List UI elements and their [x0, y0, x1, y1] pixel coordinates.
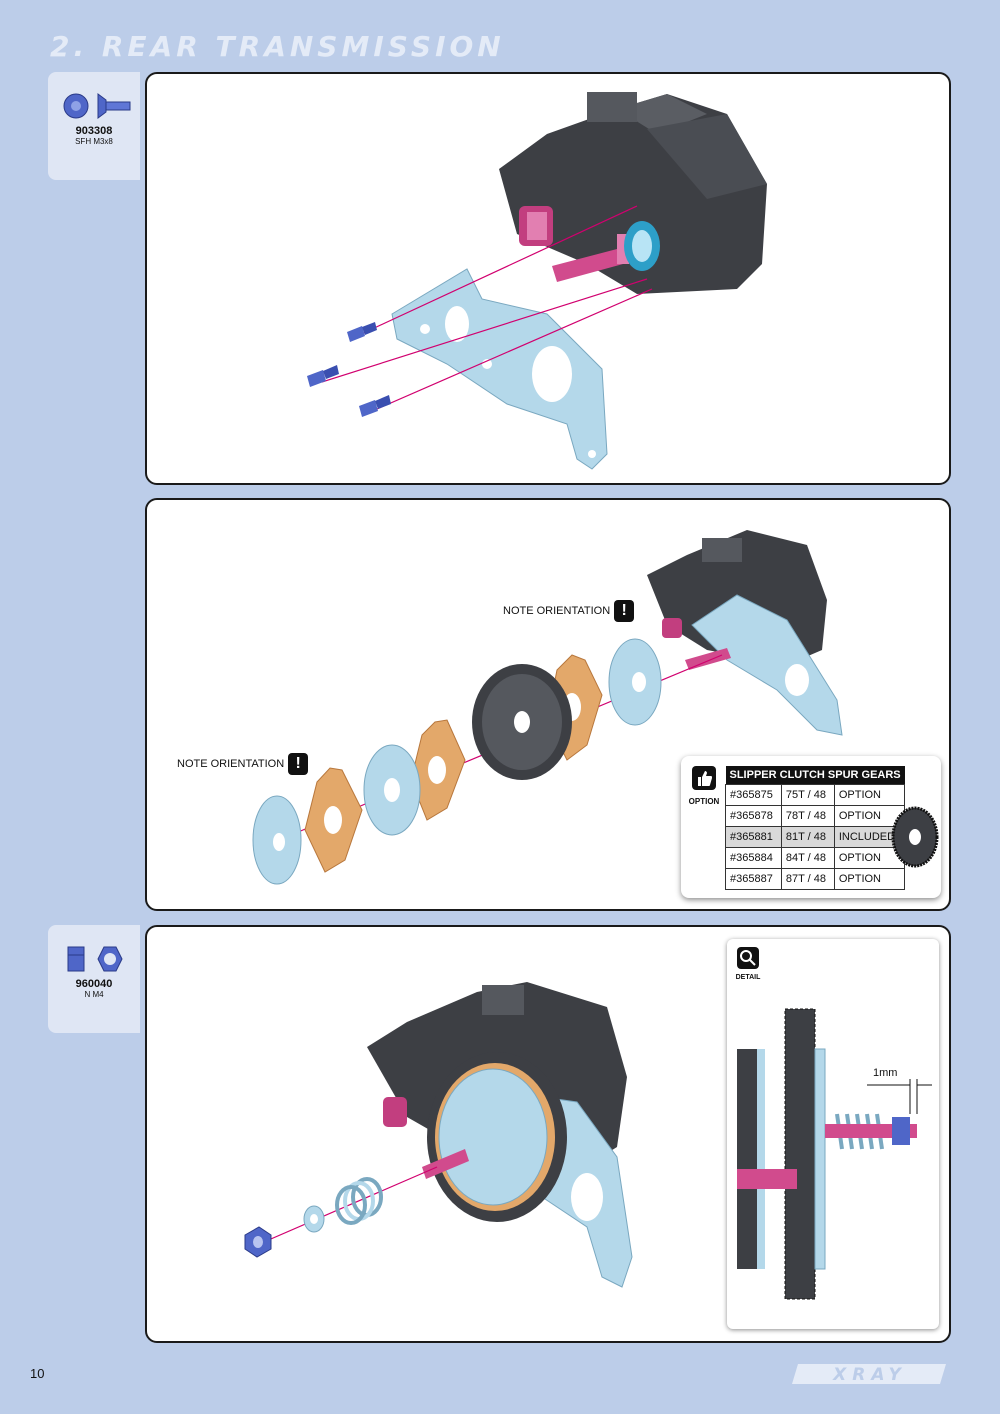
- spur-gear-thumbnail: [891, 806, 939, 868]
- table-title: SLIPPER CLUTCH SPUR GEARS: [725, 766, 905, 785]
- output-cup: [662, 618, 682, 638]
- spur-shaft: [422, 1149, 469, 1179]
- gap-label: 1mm: [873, 1067, 898, 1079]
- page-title: 2. REAR TRANSMISSION: [50, 30, 505, 63]
- part-desc: SFH M3x8: [75, 137, 113, 146]
- flat-head-screw-icon: [63, 93, 131, 119]
- thumbs-up-icon: [692, 766, 716, 790]
- note-orientation-top: NOTE ORIENTATION !: [503, 600, 635, 622]
- plate-section: [757, 1049, 765, 1269]
- assembly-guides: [321, 205, 653, 410]
- part-code: 903308: [75, 125, 113, 137]
- step3-illustration: [244, 982, 633, 1288]
- detail-label: DETAIL: [735, 974, 761, 981]
- step2-panel: NOTE ORIENTATION ! NOTE ORIENTATION ! OP…: [145, 498, 951, 911]
- motor-plate: [691, 594, 843, 736]
- option-box: OPTION SLIPPER CLUTCH SPUR GEARS #365875…: [681, 756, 941, 898]
- step2-illustration: [252, 530, 843, 885]
- spur-shaft: [685, 648, 731, 670]
- nut-section: [892, 1117, 910, 1145]
- nylon-nut-icon: [67, 946, 123, 972]
- parts-card-nut: 960040 N M4: [48, 925, 140, 1033]
- shaft-section: [737, 1169, 797, 1189]
- screw-1: [347, 322, 377, 342]
- option-badge: OPTION: [687, 766, 721, 806]
- detail-box: DETAIL 1mm: [727, 939, 939, 1329]
- note-text: NOTE ORIENTATION: [177, 758, 285, 770]
- magnifier-icon: [737, 947, 759, 969]
- slipper-plate-section: [814, 1048, 826, 1270]
- brand-logo: XRAY: [792, 1364, 946, 1385]
- spur-gear-assembly: [427, 1052, 567, 1222]
- note-orientation-left: NOTE ORIENTATION !: [177, 753, 309, 775]
- transmission-housing: [499, 92, 767, 294]
- part-desc: N M4: [84, 990, 104, 999]
- step1-illustration: [307, 92, 767, 470]
- output-cup: [519, 206, 553, 246]
- bearing: [624, 221, 660, 271]
- detail-illustration: [737, 1008, 932, 1300]
- svg-text:XRAY: XRAY: [832, 1365, 907, 1385]
- note-text: NOTE ORIENTATION: [503, 605, 611, 617]
- part-code: 960040: [75, 978, 113, 990]
- step3-panel: DETAIL 1mm: [145, 925, 951, 1343]
- step1-panel: [145, 72, 951, 485]
- gear-section: [784, 1008, 816, 1300]
- motor-plate: [391, 268, 608, 470]
- nut: [244, 1226, 272, 1258]
- warning-icon: !: [288, 753, 309, 775]
- screw-3: [359, 395, 391, 417]
- housing-section: [737, 1049, 757, 1269]
- option-label: OPTION: [688, 797, 720, 806]
- output-cup: [383, 1097, 407, 1127]
- detail-badge: DETAIL: [735, 947, 761, 981]
- warning-icon: !: [614, 600, 635, 622]
- spring: [335, 1177, 383, 1225]
- parts-card-screw: 903308 SFH M3x8: [48, 72, 140, 180]
- page-number: 10: [30, 1366, 45, 1381]
- screw-2: [307, 365, 339, 387]
